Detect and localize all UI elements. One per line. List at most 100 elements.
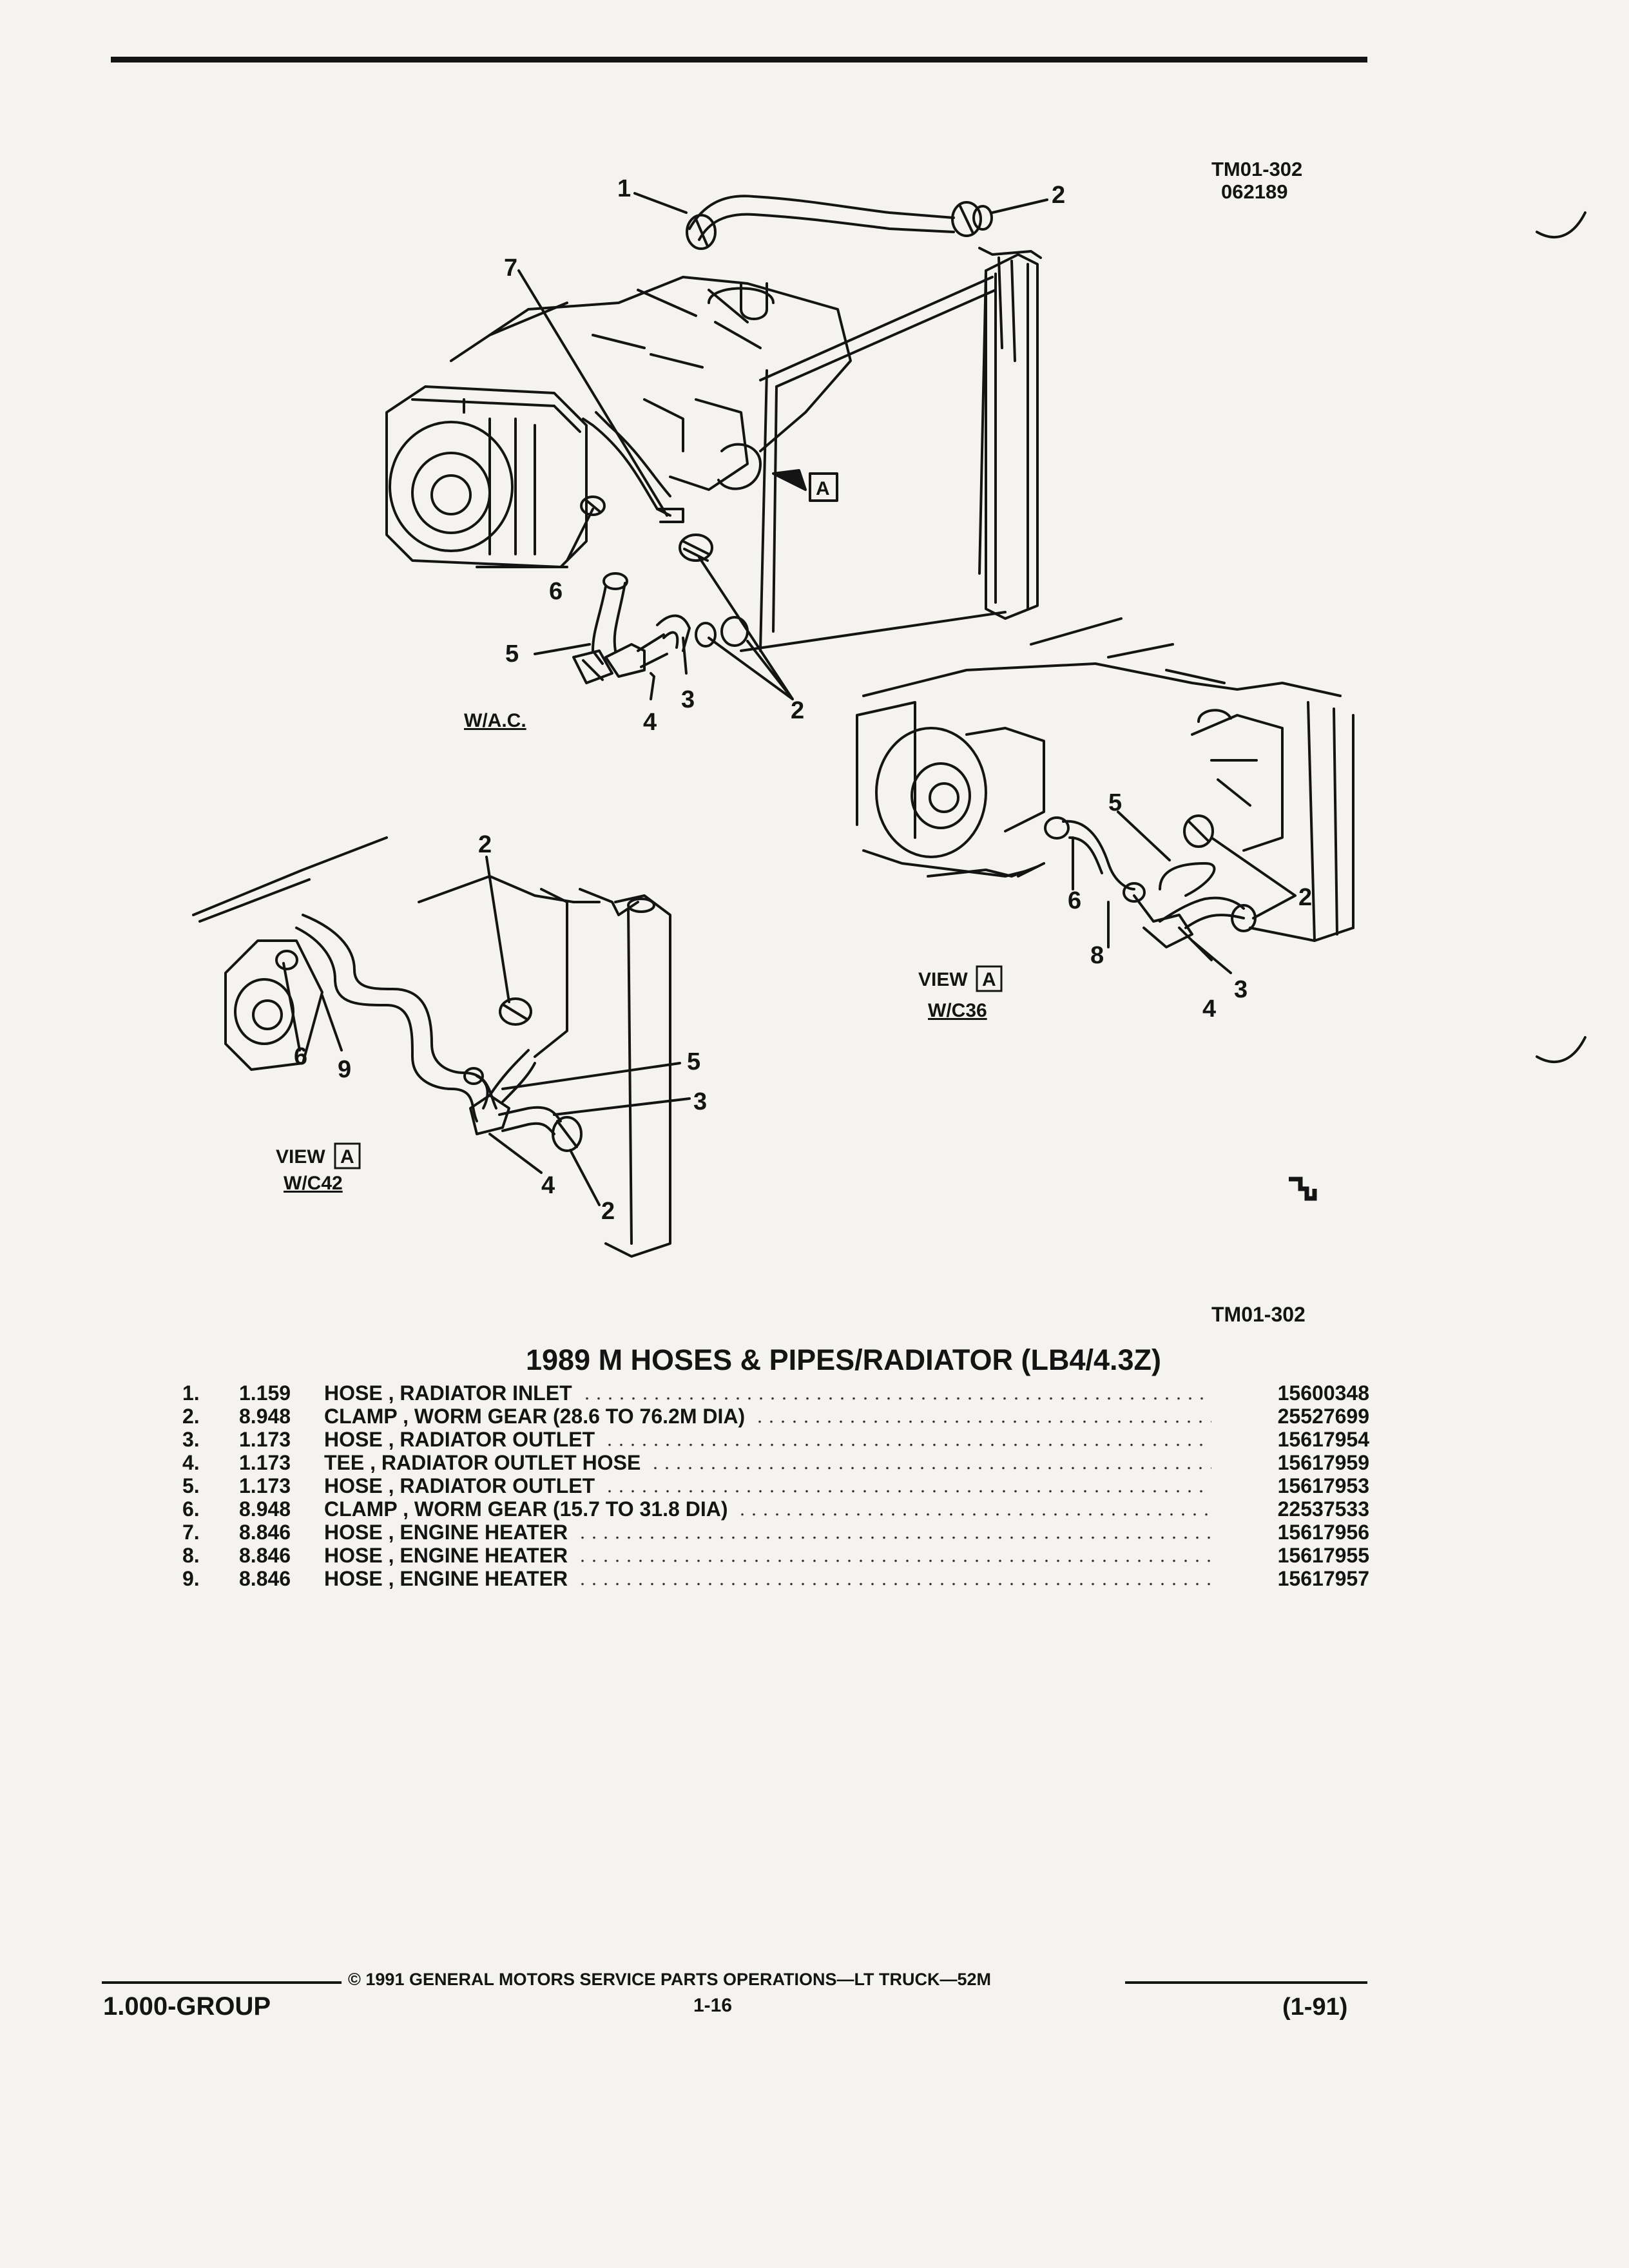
- part-category-code: 8.948: [239, 1405, 291, 1428]
- part-description: CLAMP , WORM GEAR (15.7 TO 31.8 DIA): [324, 1497, 728, 1521]
- view-a-marker: A: [816, 478, 830, 499]
- callout-3: 3: [681, 686, 695, 713]
- leader-dots: [650, 1466, 1211, 1470]
- leader-dots: [604, 1443, 1211, 1446]
- figure-code: TM01-302: [1211, 158, 1303, 180]
- page-number: 1-16: [693, 1995, 733, 2016]
- parts-list-row: 6. 8.948 CLAMP , WORM GEAR (15.7 TO 31.8 D…: [182, 1497, 1369, 1521]
- view-c42-illustration: [192, 836, 691, 1258]
- parts-list-row: 2. 8.948 CLAMP , WORM GEAR (28.6 TO 76.2M …: [182, 1405, 1369, 1428]
- view-box-letter: A: [340, 1146, 354, 1168]
- part-number: 15617956: [1277, 1521, 1369, 1544]
- part-description: HOSE , ENGINE HEATER: [324, 1521, 568, 1544]
- part-item-number: 7.: [182, 1521, 200, 1544]
- callout-6: 6: [549, 578, 563, 605]
- callout-5: 5: [1108, 789, 1122, 816]
- leader-dots: [604, 1490, 1211, 1493]
- parts-list-row: 8. 8.846 HOSE , ENGINE HEATER 15617955: [182, 1544, 1369, 1567]
- callout-2: 2: [1052, 182, 1065, 209]
- view-label: VIEW: [918, 969, 968, 990]
- part-number: 15617957: [1277, 1567, 1369, 1590]
- callout-4: 4: [1202, 995, 1216, 1023]
- copyright-line: © 1991 GENERAL MOTORS SERVICE PARTS OPER…: [348, 1970, 992, 1989]
- callout-3: 3: [693, 1088, 707, 1115]
- main-view-caption: W/A.C.: [464, 710, 526, 731]
- part-description: HOSE , RADIATOR OUTLET: [324, 1474, 595, 1497]
- corner-mark-icon: [1289, 1177, 1317, 1201]
- callout-8: 8: [1090, 942, 1104, 969]
- callout-9: 9: [338, 1056, 351, 1083]
- callout-2: 2: [1298, 884, 1312, 911]
- part-number: 15617953: [1277, 1474, 1369, 1497]
- part-number: 15600348: [1277, 1381, 1369, 1405]
- main-view-illustration: [385, 192, 1048, 700]
- revision-date: (1-91): [1282, 1994, 1348, 2021]
- part-description: HOSE , ENGINE HEATER: [324, 1567, 568, 1590]
- part-item-number: 1.: [182, 1381, 200, 1405]
- parts-list-row: 5. 1.173 HOSE , RADIATOR OUTLET 15617953: [182, 1474, 1369, 1497]
- callout-5: 5: [505, 640, 519, 668]
- part-category-code: 1.159: [239, 1381, 291, 1405]
- part-category-code: 1.173: [239, 1428, 291, 1451]
- part-description: TEE , RADIATOR OUTLET HOSE: [324, 1451, 641, 1474]
- figure-date: 062189: [1221, 180, 1288, 203]
- figure-code-bottom: TM01-302: [1211, 1303, 1306, 1326]
- part-category-code: 8.846: [239, 1567, 291, 1590]
- parts-list-row: 3. 1.173 HOSE , RADIATOR OUTLET 15617954: [182, 1428, 1369, 1451]
- parts-list-title: 1989 M HOSES & PIPES/RADIATOR (LB4/4.3Z): [525, 1343, 1162, 1376]
- leader-dots: [581, 1397, 1211, 1400]
- leader-dots: [737, 1513, 1211, 1516]
- view-caption: W/C42: [284, 1173, 343, 1194]
- leader-dots: [754, 1420, 1211, 1423]
- exploded-parts-diagram: A 1 2 7 6 5 4 3 2 W/A.C. 5 2 6 8 3 4 VIE…: [192, 175, 1586, 1258]
- callout-4: 4: [643, 709, 657, 736]
- callout-2: 2: [601, 1198, 615, 1225]
- part-number: 15617955: [1277, 1544, 1369, 1567]
- part-number: 15617954: [1277, 1428, 1369, 1451]
- part-item-number: 8.: [182, 1544, 200, 1567]
- part-description: HOSE , ENGINE HEATER: [324, 1544, 568, 1567]
- part-description: HOSE , RADIATOR INLET: [324, 1381, 572, 1405]
- view-box-letter: A: [982, 969, 996, 990]
- parts-list: 1. 1.159 HOSE , RADIATOR INLET 15600348 2. 8.…: [182, 1381, 1369, 1590]
- view-label: VIEW: [276, 1146, 325, 1168]
- callout-2: 2: [478, 831, 492, 858]
- part-category-code: 8.846: [239, 1521, 291, 1544]
- part-item-number: 6.: [182, 1497, 200, 1521]
- parts-list-row: 4. 1.173 TEE , RADIATOR OUTLET HOSE 1561795…: [182, 1451, 1369, 1474]
- part-category-code: 8.948: [239, 1497, 291, 1521]
- parts-list-row: 9. 8.846 HOSE , ENGINE HEATER 15617957: [182, 1567, 1369, 1590]
- part-description: HOSE , RADIATOR OUTLET: [324, 1428, 595, 1451]
- part-item-number: 4.: [182, 1451, 200, 1474]
- parts-list-row: 1. 1.159 HOSE , RADIATOR INLET 15600348: [182, 1381, 1369, 1405]
- leader-dots: [577, 1559, 1211, 1562]
- leader-dots: [577, 1536, 1211, 1539]
- part-number: 22537533: [1277, 1497, 1369, 1521]
- callout-7: 7: [504, 255, 517, 282]
- part-category-code: 1.173: [239, 1451, 291, 1474]
- footer-rule-left: [102, 1981, 342, 1984]
- callout-2: 2: [791, 697, 804, 724]
- header-rule: [111, 57, 1367, 62]
- part-number: 25527699: [1277, 1405, 1369, 1428]
- part-number: 15617959: [1277, 1451, 1369, 1474]
- footer-rule-right: [1125, 1981, 1367, 1984]
- part-item-number: 3.: [182, 1428, 200, 1451]
- part-item-number: 2.: [182, 1405, 200, 1428]
- callout-6: 6: [1068, 887, 1081, 914]
- callout-4: 4: [541, 1172, 555, 1199]
- parts-list-row: 7. 8.846 HOSE , ENGINE HEATER 15617956: [182, 1521, 1369, 1544]
- callout-6: 6: [294, 1043, 307, 1070]
- leader-dots: [577, 1582, 1211, 1586]
- part-category-code: 1.173: [239, 1474, 291, 1497]
- part-item-number: 5.: [182, 1474, 200, 1497]
- callout-5: 5: [687, 1048, 700, 1075]
- group-label: 1.000-GROUP: [103, 1992, 271, 2021]
- view-caption: W/C36: [928, 1000, 987, 1021]
- view-c36-illustration: [856, 617, 1354, 974]
- callout-3: 3: [1234, 976, 1248, 1003]
- callout-1: 1: [617, 175, 631, 202]
- part-item-number: 9.: [182, 1567, 200, 1590]
- part-description: CLAMP , WORM GEAR (28.6 TO 76.2M DIA): [324, 1405, 746, 1428]
- part-category-code: 8.846: [239, 1544, 291, 1567]
